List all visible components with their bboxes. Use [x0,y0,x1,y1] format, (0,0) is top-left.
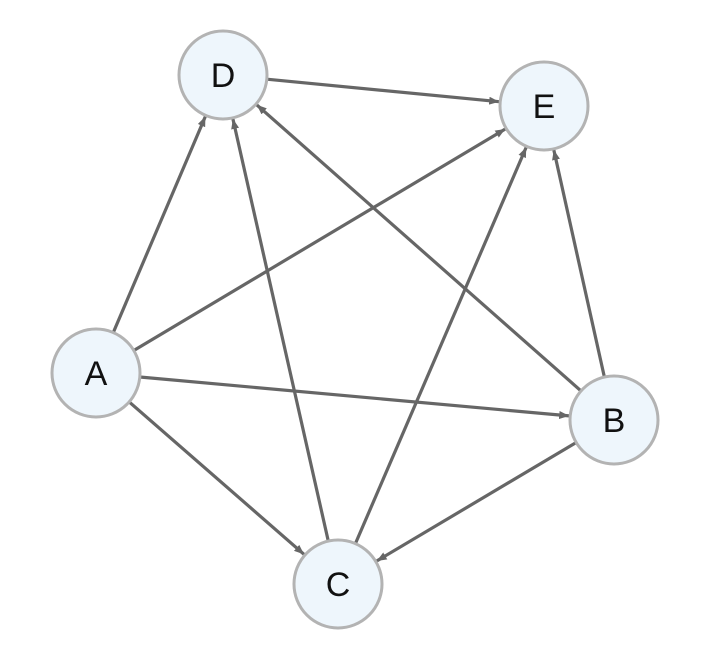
node-label: C [326,566,351,604]
node-c: C [292,538,384,630]
edge-a-to-d [111,115,207,334]
node-e: E [498,60,590,152]
edge-a-to-c [128,400,306,556]
node-circle [292,538,384,630]
edge-b-to-c [375,441,578,563]
nodes-layer: A B C D E [50,29,660,630]
node-a: A [50,327,142,419]
node-b: B [568,374,660,466]
node-circle [568,374,660,466]
edges-layer [111,77,606,563]
node-d: D [177,29,269,121]
edge-b-to-e [552,149,606,378]
node-label: D [211,57,236,95]
node-circle [50,327,142,419]
edge-a-to-e [132,127,507,352]
edge-b-to-d [255,103,583,393]
edge-c-to-d [231,118,330,542]
node-circle [177,29,269,121]
edge-a-to-b [139,375,570,419]
node-label: B [603,402,626,440]
edge-d-to-e [266,77,500,105]
node-circle [498,60,590,152]
edge-c-to-e [353,146,528,545]
node-label: A [85,355,108,393]
node-label: E [533,88,556,126]
